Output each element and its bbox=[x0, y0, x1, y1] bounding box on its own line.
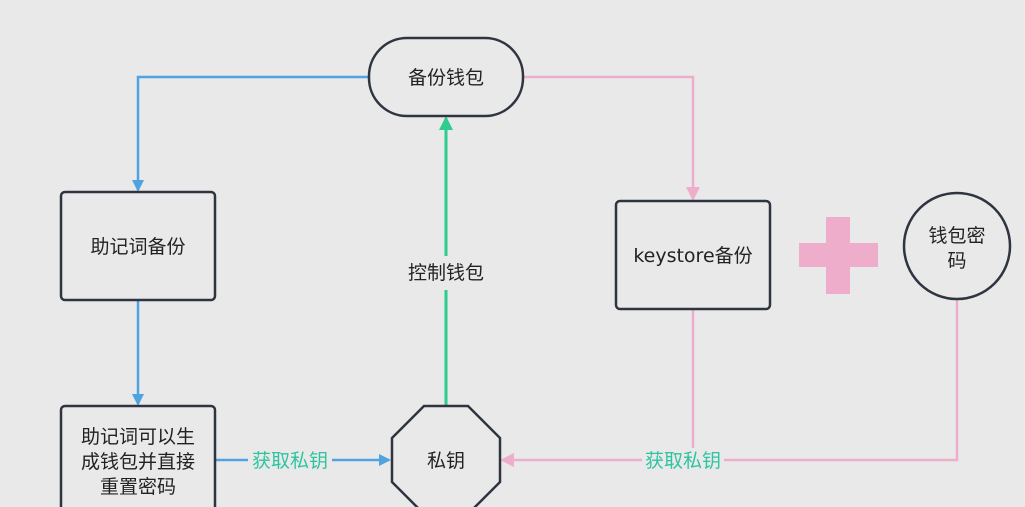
node-mnemonic-regen-line-1: 助记词可以生 bbox=[81, 426, 195, 448]
node-backup-wallet-label: 备份钱包 bbox=[408, 67, 484, 89]
edge-backup-to-mnemonic bbox=[132, 75, 369, 192]
edge-label-get-key-left: 获取私钥 bbox=[252, 450, 328, 472]
edge-label-get-key-right: 获取私钥 bbox=[645, 450, 721, 472]
node-mnemonic-regen-line-2: 成钱包并直接 bbox=[81, 451, 195, 473]
node-private-key: 私钥 bbox=[390, 404, 502, 507]
node-mnemonic-regen-line-3: 重置密码 bbox=[100, 476, 176, 498]
node-wallet-password-line-1: 钱包密 bbox=[928, 225, 985, 247]
node-mnemonic-regen: 助记词可以生 成钱包并直接 重置密码 bbox=[59, 404, 217, 507]
edge-password-to-privatekey-a bbox=[724, 299, 959, 462]
node-mnemonic-backup: 助记词备份 bbox=[59, 190, 217, 302]
node-keystore-backup: keystore备份 bbox=[614, 199, 772, 311]
plus-icon bbox=[799, 217, 878, 294]
edge-label-control-wallet: 控制钱包 bbox=[408, 262, 484, 284]
node-mnemonic-backup-label: 助记词备份 bbox=[90, 236, 185, 258]
node-wallet-password: 钱包密 码 bbox=[902, 191, 1012, 301]
node-keystore-backup-label: keystore备份 bbox=[633, 245, 752, 267]
node-wallet-password-line-2: 码 bbox=[947, 250, 966, 272]
edge-backup-to-keystore bbox=[523, 75, 700, 201]
node-backup-wallet: 备份钱包 bbox=[367, 36, 525, 118]
node-private-key-label: 私钥 bbox=[427, 450, 465, 472]
